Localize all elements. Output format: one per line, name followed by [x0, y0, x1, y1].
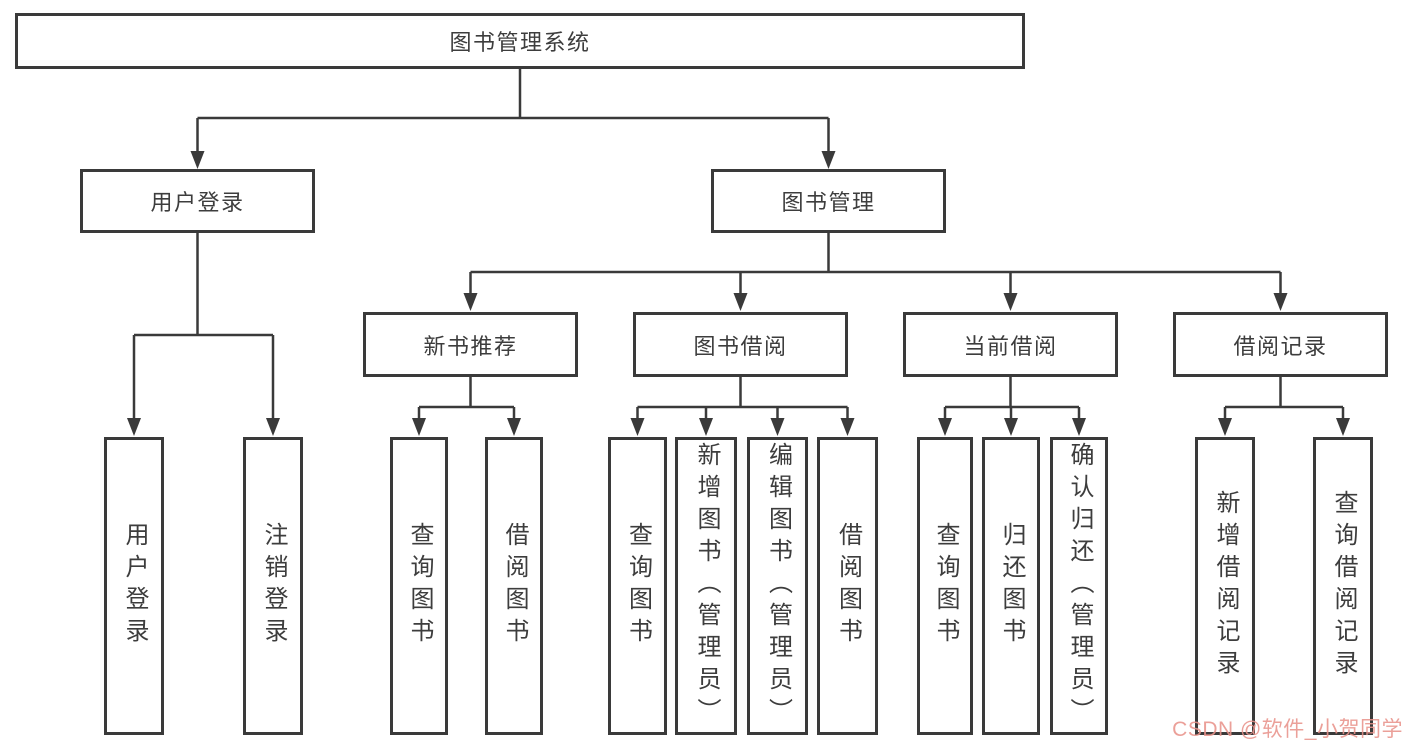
node-current-borrow: 当前借阅 [903, 312, 1118, 377]
leaf-newbook-query-books: 查询图书 [390, 437, 448, 735]
leaf-borrow-edit-books-admin-label: 编辑图书（管理员） [764, 442, 792, 730]
leaf-records-query-record: 查询借阅记录 [1313, 437, 1373, 735]
leaf-borrow-query-books-label: 查询图书 [624, 522, 652, 650]
node-book-borrow-label: 图书借阅 [693, 333, 788, 359]
node-user-login: 用户登录 [80, 169, 315, 233]
leaf-borrow-add-books-admin: 新增图书（管理员） [675, 437, 737, 735]
node-book-management: 图书管理 [711, 169, 946, 233]
leaf-current-query-books-label: 查询图书 [932, 522, 959, 650]
leaf-borrow-add-books-admin-label: 新增图书（管理员） [693, 442, 720, 730]
leaf-borrow-borrow-books: 借阅图书 [817, 437, 878, 735]
node-book-borrow: 图书借阅 [633, 312, 848, 377]
node-root-label: 图书管理系统 [449, 30, 591, 55]
leaf-user-login: 用户登录 [104, 437, 164, 735]
node-new-book-recommend-label: 新书推荐 [423, 333, 518, 359]
leaf-newbook-borrow-books: 借阅图书 [485, 437, 543, 735]
node-book-management-label: 图书管理 [781, 190, 876, 215]
node-borrow-records-label: 借阅记录 [1233, 333, 1328, 359]
leaf-current-return-books-label: 归还图书 [998, 522, 1025, 650]
leaf-user-login-label: 用户登录 [121, 522, 148, 650]
node-borrow-records: 借阅记录 [1173, 312, 1388, 377]
leaf-newbook-borrow-books-label: 借阅图书 [501, 522, 528, 650]
leaf-records-add-record: 新增借阅记录 [1195, 437, 1255, 735]
leaf-records-add-record-label: 新增借阅记录 [1212, 490, 1239, 682]
leaf-records-query-record-label: 查询借阅记录 [1330, 490, 1357, 682]
node-user-login-label: 用户登录 [150, 190, 245, 215]
node-new-book-recommend: 新书推荐 [363, 312, 578, 377]
csdn-watermark: CSDN @软件_小贺同学 [1172, 718, 1403, 741]
node-current-borrow-label: 当前借阅 [963, 333, 1058, 359]
leaf-current-query-books: 查询图书 [917, 437, 973, 735]
leaf-borrow-query-books: 查询图书 [608, 437, 667, 735]
node-root: 图书管理系统 [15, 13, 1025, 69]
leaf-logout: 注销登录 [243, 437, 303, 735]
leaf-current-return-books: 归还图书 [982, 437, 1040, 735]
leaf-current-confirm-return-admin-label: 确认归还（管理员） [1066, 442, 1093, 730]
leaf-current-confirm-return-admin: 确认归还（管理员） [1050, 437, 1108, 735]
leaf-borrow-borrow-books-label: 借阅图书 [834, 522, 862, 650]
leaf-logout-label: 注销登录 [260, 522, 287, 650]
leaf-borrow-edit-books-admin: 编辑图书（管理员） [747, 437, 808, 735]
leaf-newbook-query-books-label: 查询图书 [406, 522, 433, 650]
